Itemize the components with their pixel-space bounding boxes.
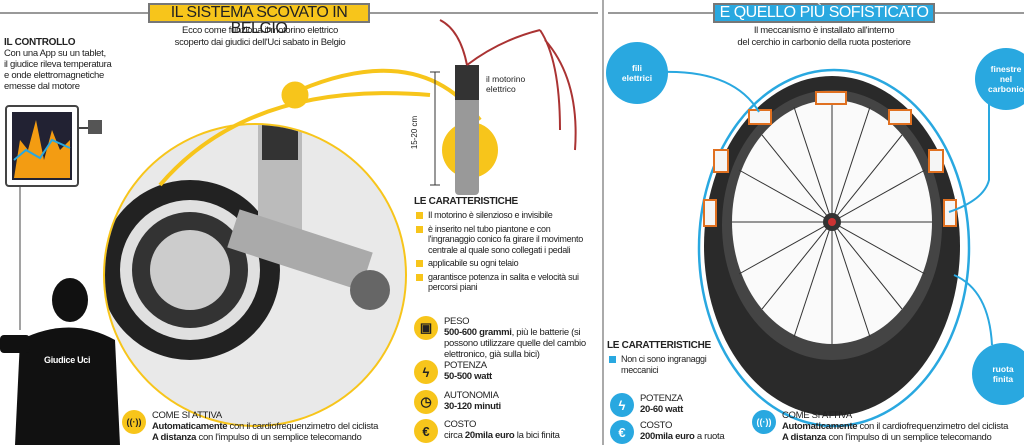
motor-label-line: il motorino [486,74,526,84]
control-text: il giudice rileva temperatura [4,59,112,70]
stat-note: la bici finita [514,430,560,441]
stat-value: 30-120 minuti [444,401,501,412]
left-activation: ((·)) COME SI ATTIVA Automaticamente con… [122,410,378,443]
signal-icon: ((·)) [752,410,776,434]
activation-desc: con il cardiofrequenzimetro del ciclista [857,421,1009,432]
weight-icon: ▣ [414,316,438,340]
activation-desc: con l'impulso di un semplice telecomando [196,432,362,443]
stat-value: 50-500 watt [444,371,492,382]
features-heading: LE CARATTERISTICHE [414,196,518,207]
feature-item: Il motorino è silenzioso e invisibile [414,210,599,221]
activation-label: COME SI ATTIVA [782,410,852,421]
control-text: e onde elettromagnetiche [4,70,105,81]
judge-label: Giudice Uci [44,355,91,365]
features-heading: LE CARATTERISTICHE [607,340,711,351]
lightning-icon: ϟ [414,360,438,384]
bubble-text: finestre [990,64,1022,74]
stopwatch-icon: ◷ [414,390,438,414]
right-title: E QUELLO PIÙ SOFISTICATO [713,3,935,23]
bubble-text: nel [999,74,1013,84]
activation-mode: A distanza [782,432,827,443]
euro-icon: € [414,419,438,443]
sensor-icon [88,120,102,134]
control-box: IL CONTROLLO Con una App su un tablet, i… [4,37,144,92]
activation-desc: con il cardiofrequenzimetro del ciclista [227,421,379,432]
stat-label: AUTONOMIA [444,390,499,401]
divider [370,12,598,14]
feature-item: garantisce potenza in salita e velocità … [414,272,599,293]
subtitle-line: Ecco come funziona il motorino elettrico [182,25,338,36]
stat-value: 500-600 grammi [444,327,512,338]
stat-note: a ruota [694,431,725,442]
divider [935,12,1024,14]
bubble-text: carbonio [988,84,1024,94]
panel-divider [602,0,604,445]
lightning-icon: ϟ [610,393,634,417]
right-features: LE CARATTERISTICHE Non ci sono ingranagg… [607,340,737,378]
subtitle-line: Il meccanismo è installato all'interno [753,25,895,36]
stat-note: circa [444,430,465,441]
feature-item: è inserito nel tubo piantone e con l'ing… [414,224,599,256]
euro-icon: € [610,420,634,444]
size-label: 15-20 cm [410,115,420,150]
feature-item: Non ci sono ingranaggi meccanici [607,354,737,375]
stat-label: POTENZA [640,393,683,404]
left-features: LE CARATTERISTICHE Il motorino è silenzi… [414,196,599,296]
subtitle-line: scoperto dai giudici dell'Uci sabato in … [174,37,346,48]
subtitle-line: del cerchio in carbonio della ruota post… [737,37,911,48]
activation-mode: Automaticamente [782,421,858,432]
stat-value: 200mila euro [640,431,695,442]
activation-mode: A distanza [152,432,197,443]
stat-label: PESO [444,316,470,327]
activation-desc: con l'impulso di un semplice telecomando [826,432,992,443]
bubble-text: finita [992,374,1014,384]
stat-value: 20mila euro [464,430,515,441]
stat-label: POTENZA [444,360,487,371]
bubble-text: fili [632,63,642,73]
right-activation: ((·)) COME SI ATTIVA Automaticamente con… [752,410,1008,443]
bubble-text: elettrici [621,73,653,83]
stat-value: 20-60 watt [640,404,683,415]
activation-mode: Automaticamente [152,421,228,432]
wheel-illustration [661,68,993,428]
judge-silhouette [0,278,120,445]
divider [608,12,713,14]
bubble-text: ruota [992,364,1014,374]
motor-label-line: elettrico [486,84,516,94]
crankset-illustration [0,19,577,445]
left-subtitle: Ecco come funziona il motorino elettrico… [150,25,370,49]
divider [0,12,148,14]
signal-icon: ((·)) [122,410,146,434]
activation-label: COME SI ATTIVA [152,410,222,421]
stat-label: COSTO [640,420,673,431]
stat-note: , più le batterie (si possono utilizzare… [444,327,586,360]
stat-label: COSTO [444,419,477,430]
control-text: emesse dal motore [4,81,80,92]
feature-item: applicabile su ogni telaio [414,258,599,269]
control-heading: IL CONTROLLO [4,37,76,48]
control-text: Con una App su un tablet, [4,48,106,59]
left-title: IL SISTEMA SCOVATO IN BELGIO [148,3,370,37]
